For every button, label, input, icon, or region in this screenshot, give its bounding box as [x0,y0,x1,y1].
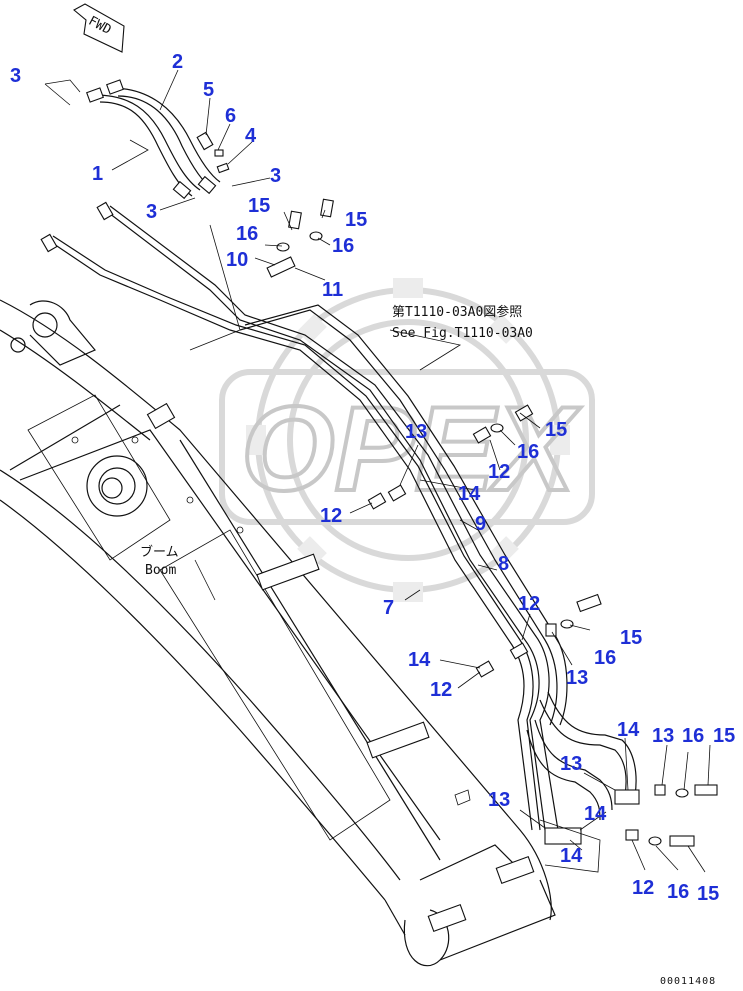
callout-15: 15 [545,419,567,441]
callout-13: 13 [652,725,674,747]
callout-3: 3 [10,65,21,87]
callout-8: 8 [498,553,509,575]
callout-15: 15 [248,195,270,217]
callout-14: 14 [458,483,481,505]
callout-13: 13 [566,667,588,689]
reference-note-en: See Fig.T1110-03A0 [392,326,533,341]
callout-12: 12 [430,679,452,701]
callout-14: 14 [584,803,607,825]
callout-14: 14 [560,845,583,867]
callout-16: 16 [682,725,704,747]
callout-15: 15 [713,725,735,747]
callout-16: 16 [594,647,616,669]
callout-13: 13 [488,789,510,811]
callout-15: 15 [345,209,367,231]
callout-12: 12 [320,505,342,527]
callout-3: 3 [270,165,281,187]
leader-lines [44,69,711,873]
callout-16: 16 [517,441,539,463]
boom-label-jp: ブーム [140,544,179,560]
callout-11: 11 [322,279,343,301]
callout-6: 6 [225,105,236,127]
callout-4: 4 [245,125,257,147]
callout-9: 9 [475,513,486,535]
callout-7: 7 [383,597,394,619]
callout-13: 13 [405,421,427,443]
callout-5: 5 [203,79,214,101]
callout-15: 15 [620,627,642,649]
boom-outline [0,299,556,967]
callout-12: 12 [488,461,510,483]
callout-1: 1 [92,163,103,185]
callout-3: 3 [146,201,157,223]
callout-13: 13 [560,753,582,775]
reference-note-jp: 第T1110-03A0図参照 [392,304,522,320]
callout-12: 12 [518,593,540,615]
boom-label-en: Boom [145,563,176,578]
document-number: 00011408 [660,976,716,987]
fwd-arrow: FWD [73,3,125,53]
callout-14: 14 [408,649,431,671]
callout-12: 12 [632,877,654,899]
reference-note: 第T1110-03A0図参照 See Fig.T1110-03A0 [392,304,533,341]
callout-10: 10 [226,249,248,271]
callout-14: 14 [617,719,640,741]
callouts: 3 2 5 6 4 1 3 3 15 15 16 16 10 11 15 13 … [10,51,735,905]
callout-16: 16 [667,881,689,903]
boom-label: ブーム Boom [140,544,179,578]
callout-2: 2 [172,51,183,73]
callout-15: 15 [697,883,719,905]
hose-bundle [40,79,718,933]
callout-16: 16 [332,235,354,257]
callout-16: 16 [236,223,258,245]
